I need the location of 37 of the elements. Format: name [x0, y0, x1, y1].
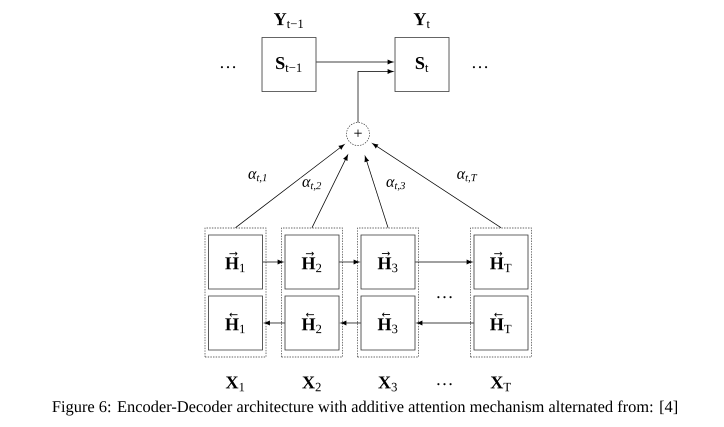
arrow [358, 69, 394, 123]
arrow [416, 320, 474, 326]
arrow [339, 260, 360, 264]
ellipsis: … [472, 66, 488, 68]
edge-label: α$_{t,3}$ [384, 178, 408, 192]
ellipsis: … [220, 66, 236, 68]
state-box: S$_{t−1}$ [262, 37, 316, 92]
input-label: X$_{T}$ [490, 376, 511, 392]
caption: Figure 6: Encoder-Decoder architecture with additive attention mechanism alternated from: [4] [52, 400, 677, 416]
arrow [372, 143, 502, 228]
edge-label: α$_{t,1}$ [246, 170, 270, 184]
hidden-state-box: H⃗$_{2}$ [284, 234, 340, 290]
input-label: X$_{1}$ [226, 376, 244, 392]
output-label: Y$_{t−1}$ [274, 13, 303, 28]
hidden-state-box: H⃖$_{3}$ [360, 296, 416, 350]
arrow [235, 144, 345, 228]
arrow [262, 260, 284, 264]
state-box: S$_{t}$ [394, 37, 450, 92]
hidden-state-box: H⃗$_{1}$ [208, 234, 263, 290]
ellipsis: … [437, 383, 452, 386]
hidden-state-box: H⃖$_{1}$ [208, 296, 263, 350]
arrow [312, 154, 348, 228]
hidden-state-box: H⃗$_{3}$ [360, 234, 416, 290]
arrow [340, 320, 361, 326]
hidden-state-box: H⃗$_{T}$ [474, 234, 528, 290]
arrow [264, 320, 285, 326]
output-label: Y$_{t}$ [414, 13, 430, 28]
input-label: X$_{3}$ [378, 376, 397, 392]
input-label: X$_{2}$ [302, 376, 321, 392]
edge-label: α$_{t,T}$ [455, 170, 479, 184]
hidden-state-box: H⃖$_{2}$ [284, 296, 340, 350]
hidden-state-box: H⃖$_{T}$ [474, 296, 528, 350]
arrow [415, 260, 472, 264]
arrow [364, 156, 388, 228]
arrow [316, 60, 394, 64]
ellipsis: … [437, 296, 452, 298]
edge-label: α$_{t,2}$ [300, 178, 324, 192]
